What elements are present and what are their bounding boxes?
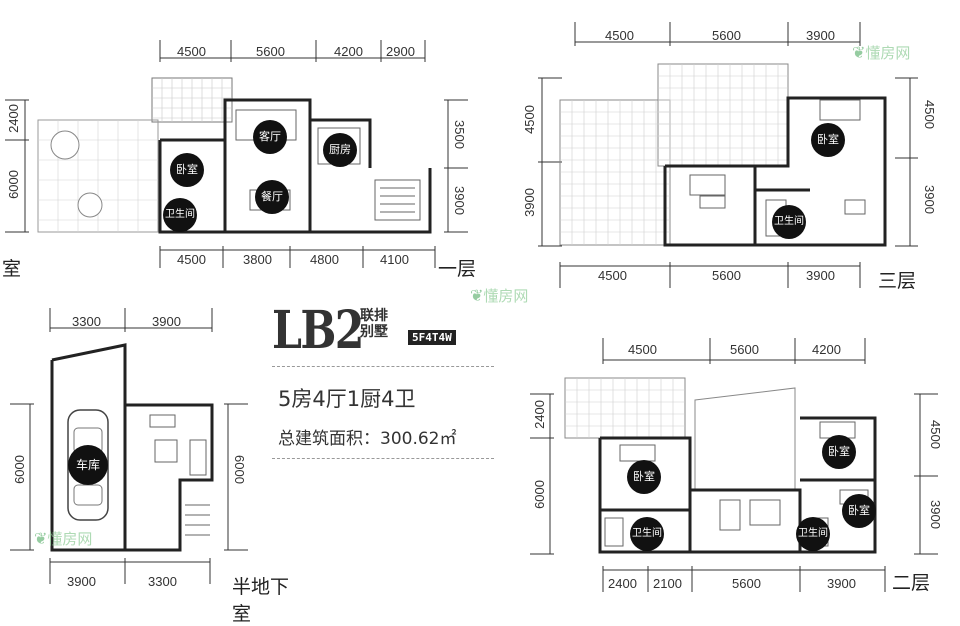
dim-bottom-4: 4100 [380, 252, 409, 267]
model-code: 5F4T4W [408, 330, 456, 345]
room-badge-bathroom: 卫生间 [163, 198, 197, 232]
dim-bottom-4: 3900 [827, 576, 856, 591]
watermark-bottom-left: ❦懂房网 [34, 528, 92, 549]
layout-summary: 5房4厅1厨4卫 [278, 387, 416, 411]
leaf-icon: ❦ [470, 286, 484, 305]
basement-drawing [10, 308, 248, 584]
dim-top-4: 2900 [386, 44, 415, 59]
dim-left-2: 3900 [522, 188, 537, 217]
floor-plan-third: 4500 5600 3900 4500 5600 3900 4500 3900 … [500, 0, 960, 300]
dim-bottom-2: 5600 [712, 268, 741, 283]
room-badge-dining: 餐厅 [255, 180, 289, 214]
watermark-text: 懂房网 [865, 44, 911, 62]
model-subtitle-line1: 联排 [360, 308, 388, 324]
dim-right-2: 3900 [922, 185, 937, 214]
dim-right-2: 3900 [452, 186, 467, 215]
dim-top-1: 4500 [628, 342, 657, 357]
watermark-top-right: ❦懂房网 [852, 42, 910, 63]
dim-top-2: 5600 [256, 44, 285, 59]
room-badge-living: 客厅 [253, 120, 287, 154]
dim-left-1: 6000 [12, 455, 27, 484]
watermark-text: 懂房网 [483, 287, 529, 305]
model-subtitle: 联排 别墅 [360, 308, 388, 340]
room-badge-bathroom-2: 卫生间 [796, 517, 830, 551]
dim-left-2: 6000 [6, 170, 21, 199]
dim-bottom-1: 4500 [598, 268, 627, 283]
dim-bottom-1: 4500 [177, 252, 206, 267]
level-label-basement: 半地下室 [232, 576, 290, 625]
dim-bottom-2: 3800 [243, 252, 272, 267]
dim-left-1: 2400 [6, 104, 21, 133]
dim-bottom-3: 5600 [732, 576, 761, 591]
room-badge-bedroom-3: 卧室 [842, 494, 876, 528]
dim-top-2: 5600 [712, 28, 741, 43]
room-badge-bedroom-2: 卧室 [822, 435, 856, 469]
dim-top-3: 4200 [812, 342, 841, 357]
room-badge-bathroom-1: 卫生间 [630, 517, 664, 551]
floor-plan-basement: 3300 3900 3900 3300 6000 6000 车库 半地下室 [0, 300, 300, 625]
model-title: LB2 [272, 300, 364, 361]
dim-bottom-1: 3900 [67, 574, 96, 589]
dim-right-1: 3500 [452, 120, 467, 149]
room-badge-garage: 车库 [68, 445, 108, 485]
divider-top [272, 366, 494, 367]
dim-bottom-2: 2100 [653, 576, 682, 591]
dim-top-3: 4200 [334, 44, 363, 59]
room-badge-bedroom: 卧室 [170, 153, 204, 187]
dim-left-1: 2400 [532, 400, 547, 429]
dim-bottom-1: 2400 [608, 576, 637, 591]
dim-right-2: 3900 [928, 500, 943, 529]
floor-plan-first: 4500 5600 4200 2900 4500 3800 4800 4100 … [0, 0, 480, 290]
level-label-first: 一层 [438, 258, 477, 280]
cut-label: 室 [2, 258, 22, 280]
dim-bottom-3: 3900 [806, 268, 835, 283]
room-badge-bathroom: 卫生间 [772, 205, 806, 239]
level-label-third: 三层 [878, 270, 917, 292]
dim-top-3: 3900 [806, 28, 835, 43]
dim-top-2: 3900 [152, 314, 181, 329]
dim-bottom-2: 3300 [148, 574, 177, 589]
watermark-text: 懂房网 [47, 530, 93, 548]
dim-top-1: 4500 [605, 28, 634, 43]
dim-left-1: 4500 [522, 105, 537, 134]
watermark-center: ❦懂房网 [470, 285, 528, 306]
third-floor-drawing [538, 22, 918, 288]
room-badge-bedroom: 卧室 [811, 123, 845, 157]
dim-right-1: 6000 [232, 455, 247, 484]
total-area: 总建筑面积：300.62㎡ [278, 429, 457, 449]
dim-bottom-3: 4800 [310, 252, 339, 267]
room-badge-kitchen: 厨房 [323, 133, 357, 167]
dim-top-2: 5600 [730, 342, 759, 357]
model-subtitle-line2: 别墅 [360, 324, 388, 340]
dim-top-1: 3300 [72, 314, 101, 329]
divider-bottom [272, 458, 494, 459]
room-badge-bedroom-1: 卧室 [627, 460, 661, 494]
level-label-second: 二层 [892, 572, 931, 594]
floor-plan-second: 4500 5600 4200 2400 2100 5600 3900 2400 … [510, 330, 960, 600]
first-floor-drawing [5, 40, 468, 268]
second-floor-drawing [530, 338, 938, 592]
dim-top-1: 4500 [177, 44, 206, 59]
dim-right-1: 4500 [928, 420, 943, 449]
leaf-icon: ❦ [852, 43, 866, 62]
leaf-icon: ❦ [34, 529, 48, 548]
dim-right-1: 4500 [922, 100, 937, 129]
dim-left-2: 6000 [532, 480, 547, 509]
